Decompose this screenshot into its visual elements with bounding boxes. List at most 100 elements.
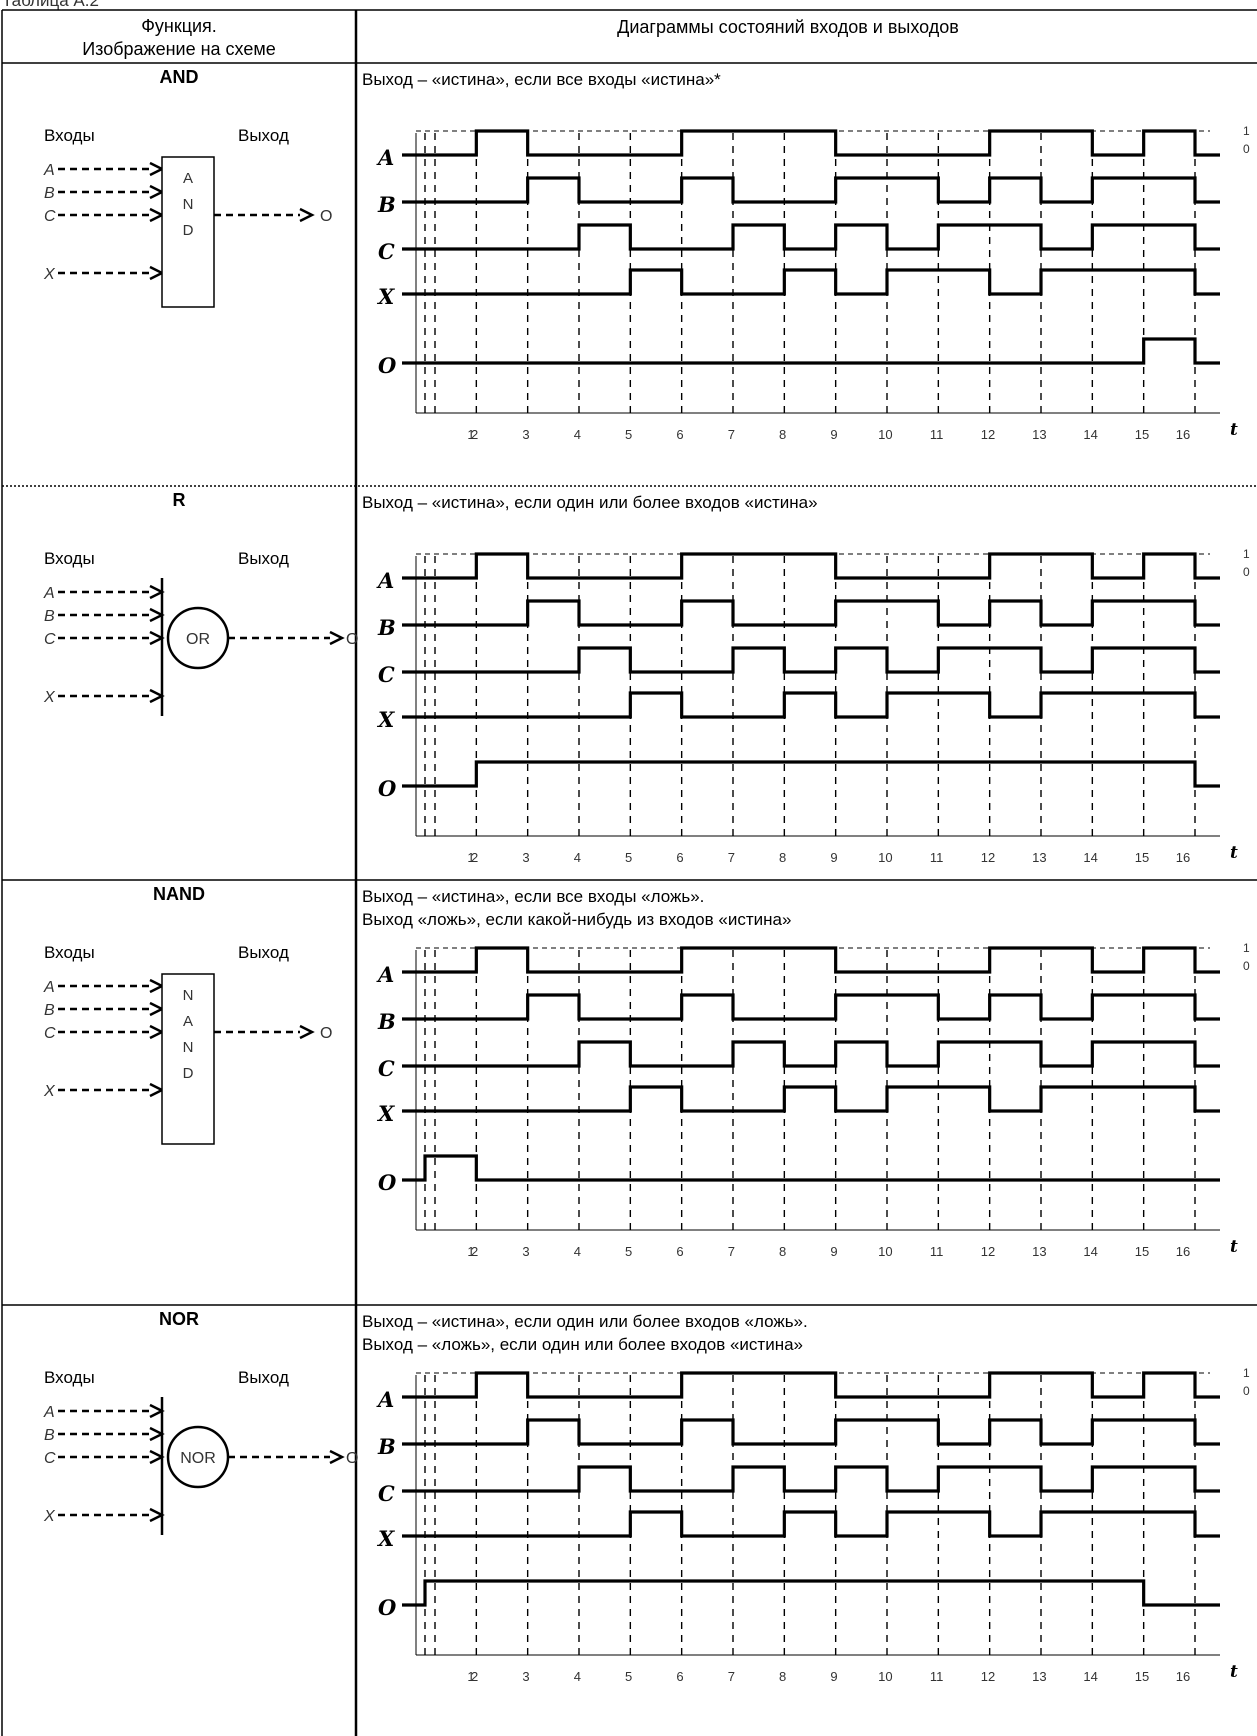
waveform-x xyxy=(402,691,1220,719)
time-tick-label: 7 xyxy=(728,1244,735,1259)
signal-label-c: C xyxy=(378,662,395,687)
gate-description: Выход – «ложь», если один или более вход… xyxy=(362,1335,803,1354)
arrow-icon xyxy=(149,1024,165,1040)
gate-description: Выход – «истина», если все входы «истина… xyxy=(362,70,721,89)
waveform-c xyxy=(402,223,1220,251)
waveform-x xyxy=(402,268,1220,296)
input-letter: C xyxy=(44,1450,56,1467)
time-tick-label: 16 xyxy=(1176,427,1190,442)
signal-label-x: X xyxy=(376,1526,395,1551)
signal-label-o: O xyxy=(378,1595,397,1620)
input-letter: C xyxy=(44,631,56,648)
time-tick-label: 15 xyxy=(1135,1244,1149,1259)
input-letter: C xyxy=(44,1025,56,1042)
time-tick-label: 9 xyxy=(830,427,837,442)
time-tick-label: 8 xyxy=(779,427,786,442)
level-low-label: 0 xyxy=(1243,565,1250,579)
waveform-a xyxy=(402,129,1220,157)
waveform-a xyxy=(402,552,1220,580)
signal-label-c: C xyxy=(378,1481,395,1506)
output-label: Выход xyxy=(238,1368,289,1387)
arrow-icon xyxy=(149,1001,165,1017)
arrow-icon xyxy=(149,265,165,281)
time-tick-label: 16 xyxy=(1176,1244,1190,1259)
time-axis-label: t xyxy=(1230,420,1238,440)
time-tick-label: 14 xyxy=(1083,850,1097,865)
time-tick-label: 15 xyxy=(1135,427,1149,442)
time-axis-label: t xyxy=(1230,1662,1238,1682)
time-tick-label: 1 xyxy=(467,427,474,442)
table-caption: Таблица А.2 xyxy=(2,0,99,10)
output-letter: O xyxy=(346,631,358,648)
signal-label-b: B xyxy=(377,615,396,640)
gate-description: Выход «ложь», если какой-нибудь из входо… xyxy=(362,910,791,929)
time-tick-label: 2 xyxy=(471,850,478,865)
gate-description: Выход – «истина», если один или более вх… xyxy=(362,1312,808,1331)
waveform-c xyxy=(402,646,1220,674)
time-tick-label: 3 xyxy=(522,427,529,442)
time-axis-label: t xyxy=(1230,843,1238,863)
time-tick-label: 8 xyxy=(779,850,786,865)
waveform-b xyxy=(402,599,1220,627)
time-tick-label: 14 xyxy=(1083,1669,1097,1684)
waveform-b xyxy=(402,1418,1220,1446)
time-tick-label: 7 xyxy=(728,1669,735,1684)
level-high-label: 1 xyxy=(1243,124,1250,138)
time-tick-label: 7 xyxy=(728,427,735,442)
waveform-a xyxy=(402,1371,1220,1399)
time-tick-label: 7 xyxy=(728,850,735,865)
time-tick-label: 13 xyxy=(1032,1244,1046,1259)
gate-title: R xyxy=(173,490,186,510)
waveform-b xyxy=(402,993,1220,1021)
arrow-icon xyxy=(329,630,345,646)
time-tick-label: 11 xyxy=(930,1244,944,1259)
time-tick-label: 15 xyxy=(1135,850,1149,865)
time-tick-label: 11 xyxy=(930,427,944,442)
waveform-c xyxy=(402,1465,1220,1493)
input-letter: B xyxy=(44,608,55,625)
level-low-label: 0 xyxy=(1243,1384,1250,1398)
level-high-label: 1 xyxy=(1243,941,1250,955)
arrow-icon xyxy=(299,207,315,223)
input-letter: X xyxy=(43,266,56,283)
arrow-icon xyxy=(149,1426,165,1442)
time-tick-label: 12 xyxy=(981,850,995,865)
time-tick-label: 10 xyxy=(878,1244,892,1259)
time-axis-label: t xyxy=(1230,1237,1238,1257)
signal-label-a: A xyxy=(376,962,394,987)
header-function-line2: Изображение на схеме xyxy=(82,39,276,59)
output-label: Выход xyxy=(238,126,289,145)
time-tick-label: 2 xyxy=(471,1244,478,1259)
gate-box xyxy=(161,973,215,1145)
time-tick-label: 13 xyxy=(1032,1669,1046,1684)
input-letter: A xyxy=(43,585,55,602)
time-tick-label: 15 xyxy=(1135,1669,1149,1684)
waveform-x xyxy=(402,1510,1220,1538)
time-tick-label: 16 xyxy=(1176,1669,1190,1684)
time-tick-label: 1 xyxy=(467,1244,474,1259)
gate-letter: N xyxy=(183,196,194,213)
arrow-icon xyxy=(149,161,165,177)
inputs-label: Входы xyxy=(44,943,95,962)
output-label: Выход xyxy=(238,943,289,962)
time-tick-label: 9 xyxy=(830,1244,837,1259)
time-tick-label: 9 xyxy=(830,1669,837,1684)
time-tick-label: 13 xyxy=(1032,427,1046,442)
time-tick-label: 4 xyxy=(574,427,581,442)
time-tick-label: 5 xyxy=(625,1669,632,1684)
time-tick-label: 8 xyxy=(779,1669,786,1684)
waveform-a xyxy=(402,946,1220,974)
output-label: Выход xyxy=(238,549,289,568)
gate-letter: A xyxy=(183,170,193,187)
signal-label-b: B xyxy=(377,1434,396,1459)
signal-label-a: A xyxy=(376,1387,394,1412)
input-letter: X xyxy=(43,1508,56,1525)
gate-letter: N xyxy=(183,1039,194,1056)
signal-label-o: O xyxy=(378,1170,397,1195)
input-letter: A xyxy=(43,979,55,996)
gate-letter: A xyxy=(183,1013,193,1030)
